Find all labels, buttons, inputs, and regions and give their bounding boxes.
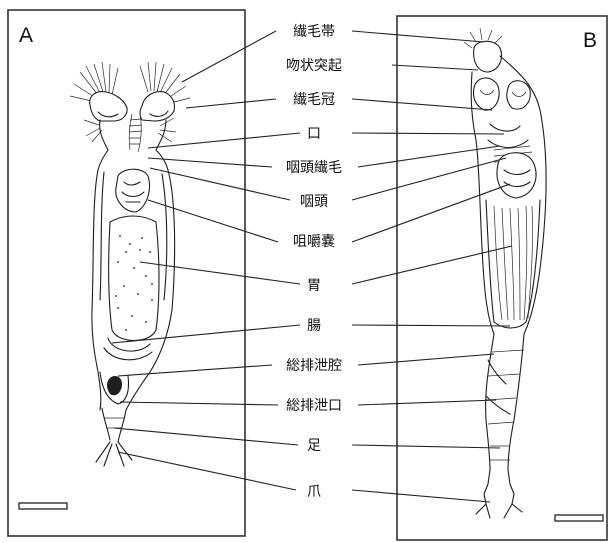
label-corona: 繊毛冠 [293, 92, 335, 108]
scale-bar-b [555, 515, 603, 521]
panel-a: A [8, 10, 245, 536]
label-rostrum: 吻状突起 [286, 58, 342, 74]
center-labels: 繊毛帯 吻状突起 繊毛冠 口 咽頭繊毛 咽頭 咀嚼嚢 胃 腸 総排泄腔 総排泄口… [286, 24, 342, 500]
panel-b-letter: B [583, 29, 597, 52]
panel-b-frame [397, 16, 607, 540]
label-pharyngeal-cilia: 咽頭繊毛 [286, 160, 342, 176]
label-cloacal-opening: 総排泄口 [286, 398, 342, 414]
label-stomach: 胃 [307, 278, 321, 294]
panel-a-letter: A [19, 24, 33, 47]
label-mouth: 口 [307, 126, 321, 142]
label-pharynx: 咽頭 [300, 194, 328, 210]
label-ciliary-band: 繊毛帯 [293, 24, 335, 40]
label-intestine: 腸 [307, 318, 321, 334]
label-claw: 爪 [307, 484, 321, 500]
label-foot: 足 [307, 438, 321, 454]
scale-bar-a [19, 503, 67, 509]
label-cloaca: 総排泄腔 [286, 358, 342, 374]
panel-b: B [397, 16, 607, 540]
label-mastax: 咀嚼嚢 [293, 234, 335, 250]
